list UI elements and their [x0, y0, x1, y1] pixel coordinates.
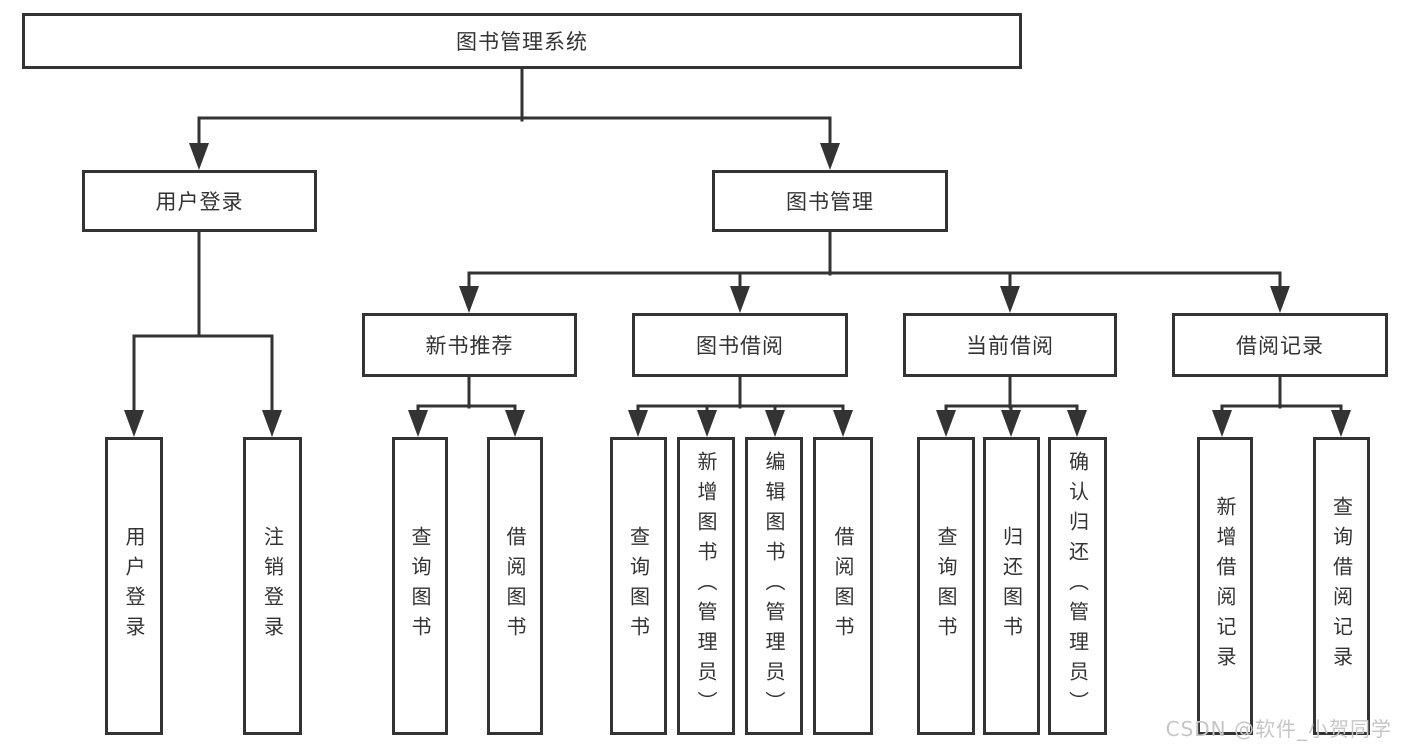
- node-label: 编辑图书（管理员）: [762, 451, 786, 721]
- node-label: 图书管理: [786, 190, 874, 214]
- leaf-borrow-books-2: 借阅图书: [813, 437, 873, 735]
- node-label: 确认归还（管理员）: [1065, 451, 1090, 721]
- node-label: 查询借阅记录: [1329, 496, 1354, 676]
- leaf-query-books-1: 查询图书: [392, 437, 448, 735]
- node-current-borrowing: 当前借阅: [903, 313, 1117, 377]
- leaf-borrow-books-1: 借阅图书: [487, 437, 543, 735]
- node-new-book-recommendation: 新书推荐: [362, 313, 577, 377]
- node-label: 归还图书: [999, 526, 1024, 646]
- node-label: 新增借阅记录: [1213, 496, 1237, 676]
- node-label: 注销登录: [260, 526, 285, 646]
- leaf-add-books-admin: 新增图书（管理员）: [677, 437, 735, 735]
- node-label: 用户登录: [122, 526, 146, 646]
- leaf-query-books-3: 查询图书: [917, 437, 975, 735]
- leaf-query-borrow-record: 查询借阅记录: [1313, 437, 1370, 735]
- arrowheads: [124, 143, 1351, 437]
- csdn-watermark: CSDN @软件_小贺同学: [1165, 717, 1392, 741]
- node-user-login: 用户登录: [82, 170, 317, 232]
- node-label: 借阅图书: [831, 526, 855, 646]
- node-book-borrowing: 图书借阅: [632, 313, 848, 377]
- node-book-management: 图书管理: [712, 170, 948, 232]
- node-label: 图书借阅: [696, 334, 784, 358]
- node-label: 借阅记录: [1236, 334, 1324, 358]
- node-label: 当前借阅: [966, 334, 1054, 358]
- node-label: 查询图书: [408, 526, 432, 646]
- node-borrowing-records: 借阅记录: [1172, 313, 1388, 377]
- node-label: 查询图书: [626, 526, 651, 646]
- node-label: 图书管理系统: [456, 30, 588, 54]
- leaf-confirm-return-admin: 确认归还（管理员）: [1048, 437, 1107, 735]
- leaf-logout: 注销登录: [243, 437, 302, 735]
- leaf-return-books: 归还图书: [983, 437, 1040, 735]
- leaf-edit-books-admin: 编辑图书（管理员）: [745, 437, 803, 735]
- node-label: 借阅图书: [503, 526, 527, 646]
- node-label: 查询图书: [934, 526, 958, 646]
- leaf-add-borrow-record: 新增借阅记录: [1197, 437, 1253, 735]
- node-label: 用户登录: [155, 190, 244, 214]
- node-label: 新增图书（管理员）: [694, 451, 718, 721]
- node-library-management-system: 图书管理系统: [22, 13, 1022, 69]
- node-label: 新书推荐: [425, 334, 514, 358]
- leaf-query-books-2: 查询图书: [610, 437, 667, 735]
- leaf-user-login: 用户登录: [105, 437, 163, 735]
